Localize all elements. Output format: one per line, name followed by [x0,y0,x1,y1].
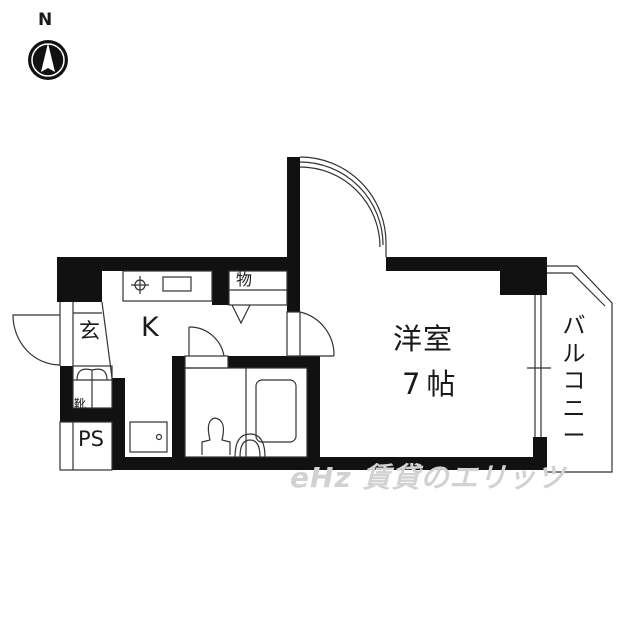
western-room-name: 洋室 [393,322,454,356]
western-room-size: 7帖 [402,367,462,401]
balcony-label: バルコニー [562,313,586,450]
walls [57,157,547,470]
entrance-label: 玄 [79,319,100,343]
north-label: N [38,10,53,30]
storage-label: 物 [236,270,253,289]
pipe-space-label: PS [78,427,104,451]
thin-lines [12,156,613,473]
kitchen-label: K [141,312,159,343]
north-arrow-icon [28,40,68,80]
watermark: eHz 賃貸のエリッツ [290,461,566,494]
shoe-box-label: 靴 [74,397,86,411]
